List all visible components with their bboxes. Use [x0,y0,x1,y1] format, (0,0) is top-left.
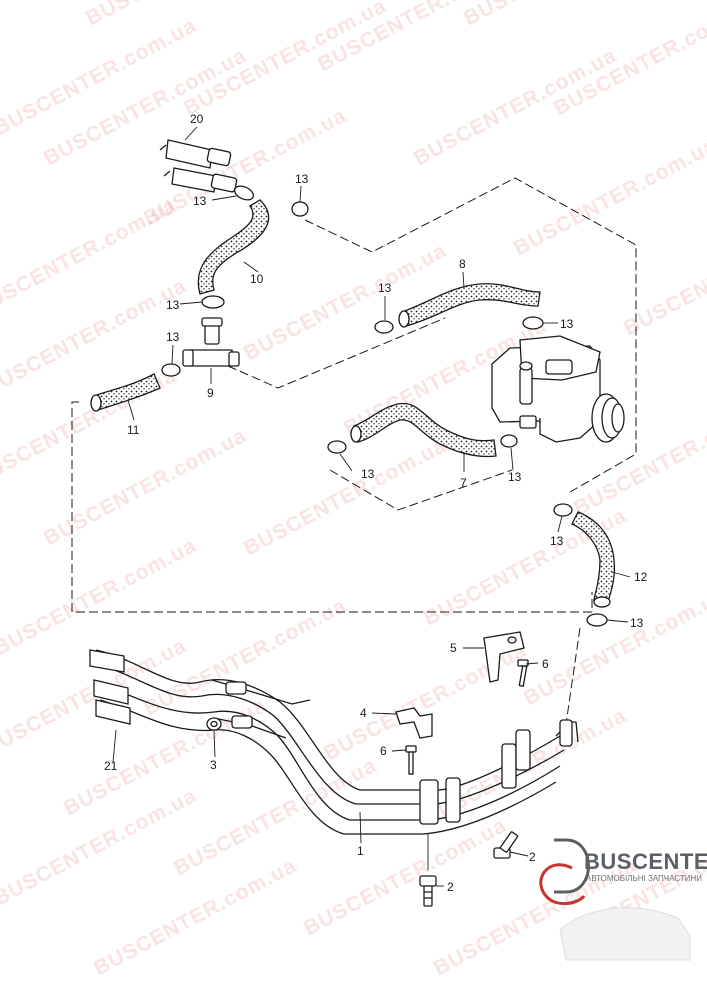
callout-13: 13 [508,470,522,484]
callout-7: 7 [460,476,467,490]
callout-21: 21 [104,759,118,773]
pipe-ends-21 [89,649,253,729]
hose-11 [93,373,161,411]
bolt-2 [419,831,519,907]
callout-9: 9 [207,386,214,400]
callout-13: 13 [560,317,574,331]
callout-13: 13 [550,534,564,548]
callout-13: 13 [193,194,207,208]
tee-connector-9 [161,317,240,377]
bolt-6 [405,659,529,775]
clamp-13 [374,316,544,334]
callout-13: 13 [166,330,180,344]
callout-2: 2 [529,850,536,864]
buscenter-logo-mark [539,838,691,961]
hose-12-end [593,596,611,608]
logo-tagline: АВТОМОБІЛЬНІ ЗАПЧАСТИНИ [586,874,702,883]
callout-13: 13 [295,172,309,186]
hose-8 [401,283,541,327]
hose-8-end [398,310,410,328]
callout-8: 8 [459,257,466,271]
clamp-13 [327,434,608,627]
hose-11-end [90,394,102,412]
leader-lines [112,126,631,887]
auxiliary-heater-unit [491,335,625,443]
callout-1: 1 [357,844,364,858]
bracket-4 [395,707,433,739]
hose-10 [197,199,270,295]
callout-13: 13 [166,298,180,312]
clamp-13 [201,185,309,309]
callout-6: 6 [542,657,549,671]
callout-5: 5 [450,641,457,655]
dashed-routing-lines [71,177,637,725]
callout-20: 20 [190,112,204,126]
callout-labels: 20 13 13 10 13 13 9 11 13 8 13 13 7 13 1… [104,112,648,894]
hose-12 [571,511,616,603]
callout-3: 3 [210,758,217,772]
logo-wordmark: BUSCENTER [584,849,707,874]
hose-7 [353,402,497,458]
nut-3 [206,717,222,731]
callout-13: 13 [361,467,375,481]
callout-13: 13 [378,281,392,295]
callout-2: 2 [447,880,454,894]
hose-7-end [350,425,362,443]
callout-13: 13 [630,616,644,630]
bracket-5 [483,631,525,683]
callout-10: 10 [250,272,264,286]
pipe-assembly-1 [95,649,579,835]
pipe-clips [419,719,573,825]
pipe-assembly-20 [159,139,238,193]
callout-6: 6 [380,744,387,758]
callout-11: 11 [127,423,140,437]
callout-12: 12 [634,570,648,584]
callout-4: 4 [360,706,367,720]
